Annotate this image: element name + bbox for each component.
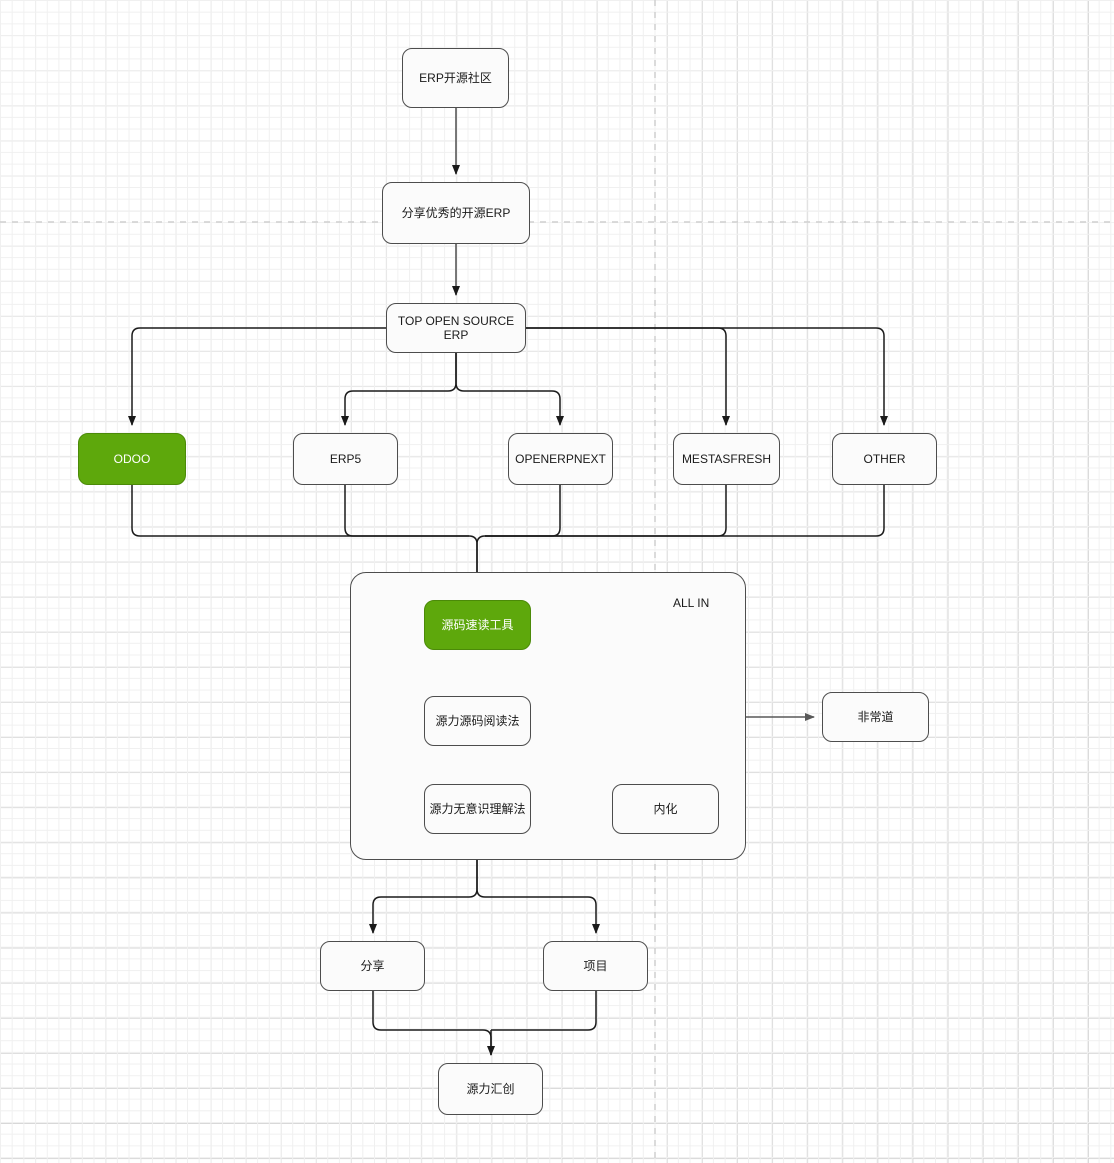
node-share[interactable]: 分享 — [320, 941, 425, 991]
node-erp5[interactable]: ERP5 — [293, 433, 398, 485]
node-label: 非常道 — [857, 709, 894, 724]
node-mestasfresh[interactable]: MESTASFRESH — [673, 433, 780, 485]
node-label: 内化 — [653, 801, 678, 816]
group-all-in-label: ALL IN — [673, 596, 710, 610]
node-share-best-erp[interactable]: 分享优秀的开源ERP — [382, 182, 530, 244]
node-yuanli-huichuang[interactable]: 源力汇创 — [438, 1063, 543, 1115]
node-other[interactable]: OTHER — [832, 433, 937, 485]
node-label: 项目 — [583, 958, 608, 973]
node-label: 源力源码阅读法 — [435, 713, 520, 728]
node-top-open-source-erp[interactable]: TOP OPEN SOURCE ERP — [386, 303, 526, 353]
node-internalize[interactable]: 内化 — [612, 784, 719, 834]
node-label: OPENERPNEXT — [515, 451, 606, 466]
node-src-readmethod[interactable]: 源力源码阅读法 — [424, 696, 531, 746]
node-label: 源码速读工具 — [441, 617, 514, 632]
node-label: ERP5 — [329, 451, 362, 466]
node-feichangdao[interactable]: 非常道 — [822, 692, 929, 742]
node-odoo[interactable]: ODOO — [78, 433, 186, 485]
node-label: TOP OPEN SOURCE ERP — [397, 313, 515, 342]
node-label: 分享优秀的开源ERP — [401, 205, 511, 220]
node-erp-community[interactable]: ERP开源社区 — [402, 48, 509, 108]
node-label: MESTASFRESH — [681, 451, 772, 466]
node-openerpnext[interactable]: OPENERPNEXT — [508, 433, 613, 485]
node-unconscious-understanding[interactable]: 源力无意识理解法 — [424, 784, 531, 834]
node-label: 分享 — [360, 958, 385, 973]
node-project[interactable]: 项目 — [543, 941, 648, 991]
node-src-fastread[interactable]: 源码速读工具 — [424, 600, 531, 650]
node-label: OTHER — [863, 451, 906, 466]
node-label: 源力汇创 — [466, 1081, 515, 1096]
node-label: ERP开源社区 — [419, 70, 492, 85]
node-label: 源力无意识理解法 — [429, 801, 526, 816]
node-label: ODOO — [113, 451, 151, 466]
